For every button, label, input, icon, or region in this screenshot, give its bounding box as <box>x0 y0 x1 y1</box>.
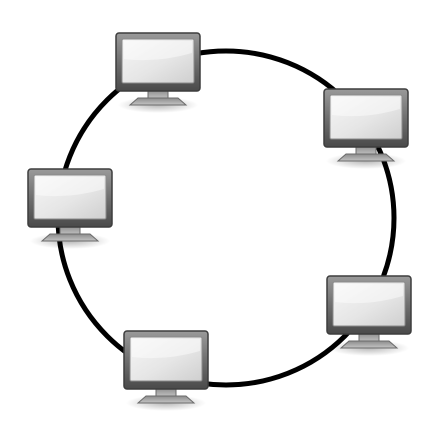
nodes-layer <box>27 32 412 411</box>
computer-monitor-icon <box>123 330 209 411</box>
computer-monitor-icon <box>115 32 201 113</box>
computer-monitor-icon <box>323 88 409 169</box>
computer-monitor-icon <box>27 168 113 249</box>
computer-monitor-icon <box>326 275 412 356</box>
